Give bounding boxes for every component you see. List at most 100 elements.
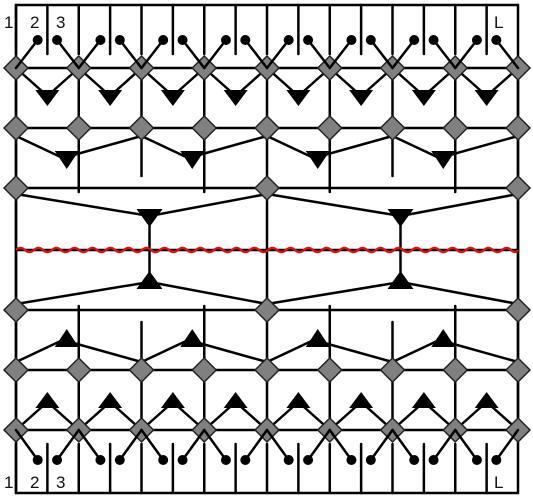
triangle-top-l1: [411, 90, 436, 106]
bottom-leg: [118, 428, 143, 462]
diamond-node: [2, 356, 30, 384]
triangle-bottom-l3: [136, 271, 163, 289]
triangle-top-l2: [305, 151, 330, 169]
top-site-dot: [409, 35, 420, 45]
triangle-bottom-l2: [431, 329, 456, 347]
bottom-leg: [306, 428, 331, 462]
bottom-leg: [328, 428, 353, 462]
top-leg: [495, 38, 520, 70]
bottom-leg: [181, 428, 206, 462]
top-leg: [14, 38, 39, 70]
diamond-node: [2, 114, 30, 142]
top-leg: [140, 38, 165, 70]
top-site-dot: [95, 35, 106, 45]
triangle-bottom-l1: [349, 392, 374, 408]
diamond-node: [253, 296, 281, 324]
edge-top-l3: [148, 192, 269, 218]
bottom-site-dot: [365, 455, 376, 465]
bottom-leg: [55, 428, 80, 462]
edge-bottom-l3: [265, 280, 402, 306]
diamond-node: [316, 356, 343, 384]
diamond-node: [442, 114, 469, 142]
top-site-dot: [428, 35, 439, 45]
top-leg: [432, 38, 457, 70]
top-leg: [306, 38, 331, 70]
top-label-1: 1: [4, 13, 13, 32]
triangle-bottom-l2: [180, 329, 205, 347]
top-leg: [369, 38, 394, 70]
diamond-node: [379, 114, 406, 142]
bottom-leg: [77, 428, 102, 462]
triangle-bottom-l1: [286, 392, 311, 408]
triangle-top-l1: [160, 90, 185, 106]
top-site-dot: [114, 35, 125, 45]
triangle-top-l1: [35, 90, 60, 106]
triangle-top-l2: [54, 151, 79, 169]
diamond-node: [2, 174, 30, 202]
bottom-site-dot: [32, 455, 43, 465]
bottom-site-dot: [346, 455, 357, 465]
bottom-site-dot: [52, 455, 63, 465]
diamond-node: [191, 114, 218, 142]
edge-bottom-l2: [14, 338, 64, 364]
top-leg: [265, 38, 290, 70]
top-leg: [181, 38, 206, 70]
top-leg: [244, 38, 269, 70]
triangle-bottom-l2: [54, 329, 79, 347]
diamond-node: [253, 356, 281, 384]
top-label-l: L: [494, 13, 503, 32]
bottom-site-dot: [177, 455, 188, 465]
bottom-leg: [203, 428, 228, 462]
edge-bottom-l2: [265, 338, 315, 364]
diamond-node: [65, 114, 92, 142]
vertical-lines: [14, 3, 520, 495]
top-leg: [391, 38, 416, 70]
edge-bottom-l2: [391, 338, 441, 364]
top-site-dot: [52, 35, 63, 45]
bottom-leg: [432, 428, 457, 462]
diamond-node: [65, 356, 92, 384]
top-leg: [55, 38, 80, 70]
triangle-bottom-l1: [35, 392, 60, 408]
top-site-dot: [240, 35, 251, 45]
top-leg: [454, 38, 479, 70]
red-wavy-line: [15, 246, 520, 254]
triangle-top-l1: [474, 90, 499, 106]
bottom-site-dot: [95, 455, 106, 465]
triangle-bottom-l1: [411, 392, 436, 408]
edge-bottom-l3: [399, 280, 520, 306]
top-site-dot: [32, 35, 43, 45]
bottom-site-dot: [471, 455, 482, 465]
diamond-node: [504, 114, 532, 142]
bottom-leg: [369, 428, 394, 462]
bottom-leg: [391, 428, 416, 462]
edge-top-l2: [140, 134, 190, 160]
bottom-leg: [140, 428, 165, 462]
top-site-dot: [283, 35, 294, 45]
top-site-dot: [303, 35, 314, 45]
bottom-site-dot: [303, 455, 314, 465]
edge-bottom-l3: [148, 280, 269, 306]
diamond-node: [504, 174, 532, 202]
triangle-top-l2: [180, 151, 205, 169]
top-site-dot: [365, 35, 376, 45]
bottom-site-dot: [114, 455, 125, 465]
bottom-label-3: 3: [56, 473, 65, 492]
triangle-top-l1: [286, 90, 311, 106]
triangle-tensors: [35, 90, 499, 408]
top-site-dot: [220, 35, 231, 45]
triangle-bottom-l2: [305, 329, 330, 347]
edge-top-l2: [265, 134, 315, 160]
triangle-top-l1: [349, 90, 374, 106]
diamond-node: [442, 356, 469, 384]
top-label-3: 3: [56, 13, 65, 32]
bottom-leg: [495, 428, 520, 462]
bottom-label-1: 1: [4, 473, 13, 492]
top-site-dot: [471, 35, 482, 45]
triangle-top-l3: [387, 209, 414, 227]
triangle-top-l2: [431, 151, 456, 169]
edge-bottom-l3: [14, 280, 151, 306]
bottom-site-dot: [220, 455, 231, 465]
diamond-node: [504, 356, 532, 384]
wavy-line: [15, 246, 520, 254]
